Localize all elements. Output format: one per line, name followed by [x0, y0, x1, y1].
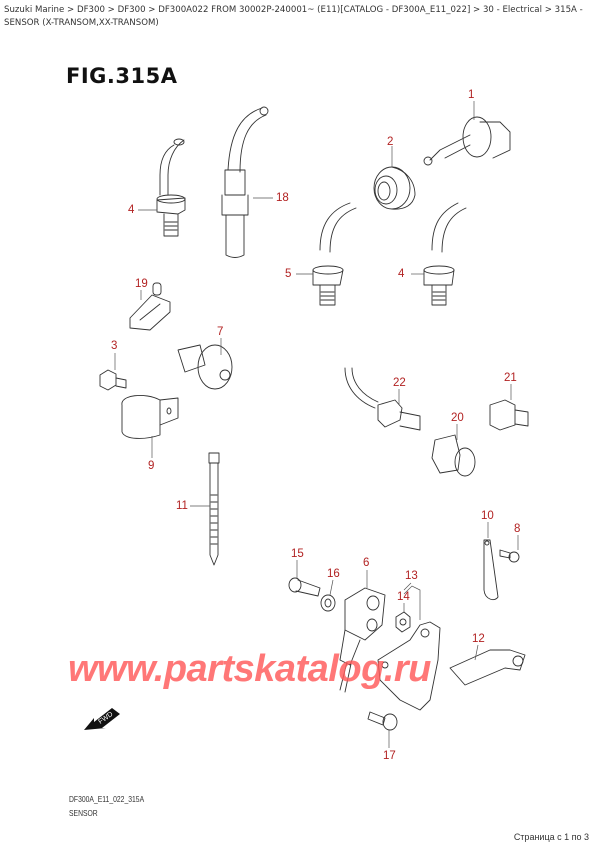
part-3-bolt	[99, 369, 127, 391]
callout-16[interactable]: 16	[327, 568, 340, 580]
breadcrumb[interactable]: Suzuki Marine > DF300 > DF300 > DF300A02…	[4, 5, 583, 28]
part-15-bolt	[288, 577, 321, 597]
part-4-sensor-left	[156, 138, 186, 237]
pagination[interactable]: Страница с 1 по 3	[513, 832, 589, 842]
part-10-strap	[483, 539, 499, 601]
callout-12[interactable]: 12	[472, 633, 485, 645]
callout-11[interactable]: 11	[176, 500, 188, 512]
footer-name: SENSOR	[69, 808, 98, 818]
part-19-clip	[129, 282, 171, 331]
part-20-adapter	[431, 434, 476, 477]
footer-code: DF300A_E11_022_315A	[69, 794, 145, 804]
callout-8[interactable]: 8	[514, 523, 521, 535]
callout-20[interactable]: 20	[451, 412, 464, 424]
callout-19[interactable]: 19	[135, 278, 148, 290]
callout-13[interactable]: 13	[405, 570, 418, 582]
callout-3[interactable]: 3	[111, 340, 118, 352]
callout-22[interactable]: 22	[393, 377, 406, 389]
part-6-sensor	[339, 587, 386, 693]
part-12-link	[449, 649, 526, 686]
callout-6[interactable]: 6	[363, 557, 370, 569]
callout-21[interactable]: 21	[504, 372, 517, 384]
callout-5[interactable]: 5	[285, 268, 292, 280]
part-18-sensor	[221, 106, 269, 258]
part-4-sensor-right	[423, 202, 467, 306]
part-21-plug	[489, 399, 529, 431]
part-8-screw	[499, 549, 520, 563]
callout-1[interactable]: 1	[468, 89, 475, 101]
callout-10[interactable]: 10	[481, 510, 494, 522]
part-7-sensor	[177, 344, 233, 390]
callout-18[interactable]: 18	[276, 192, 289, 204]
part-2-grommet	[373, 166, 416, 210]
callout-17[interactable]: 17	[383, 750, 396, 762]
part-9-clamp	[121, 394, 179, 439]
part-11-cable-tie	[208, 452, 220, 566]
callout-9[interactable]: 9	[148, 460, 155, 472]
callout-2[interactable]: 2	[387, 136, 394, 148]
callout-4-right[interactable]: 4	[398, 268, 405, 280]
fwd-arrow-icon: FWD	[82, 702, 122, 738]
part-5-sensor	[312, 202, 357, 306]
callout-14[interactable]: 14	[397, 591, 410, 603]
part-1-sensor	[423, 116, 511, 166]
callout-7[interactable]: 7	[217, 326, 224, 338]
part-17-bolt	[367, 711, 398, 731]
watermark: www.partskatalog.ru	[68, 648, 431, 690]
part-13-bracket	[377, 585, 441, 711]
callout-15[interactable]: 15	[291, 548, 304, 560]
callout-4-left[interactable]: 4	[128, 204, 135, 216]
part-14-nut	[395, 611, 411, 633]
part-22-sensor	[344, 367, 421, 431]
figure-title: FIG.315A	[66, 64, 178, 88]
leader-lines	[114, 101, 519, 748]
part-16-washer	[320, 594, 336, 612]
